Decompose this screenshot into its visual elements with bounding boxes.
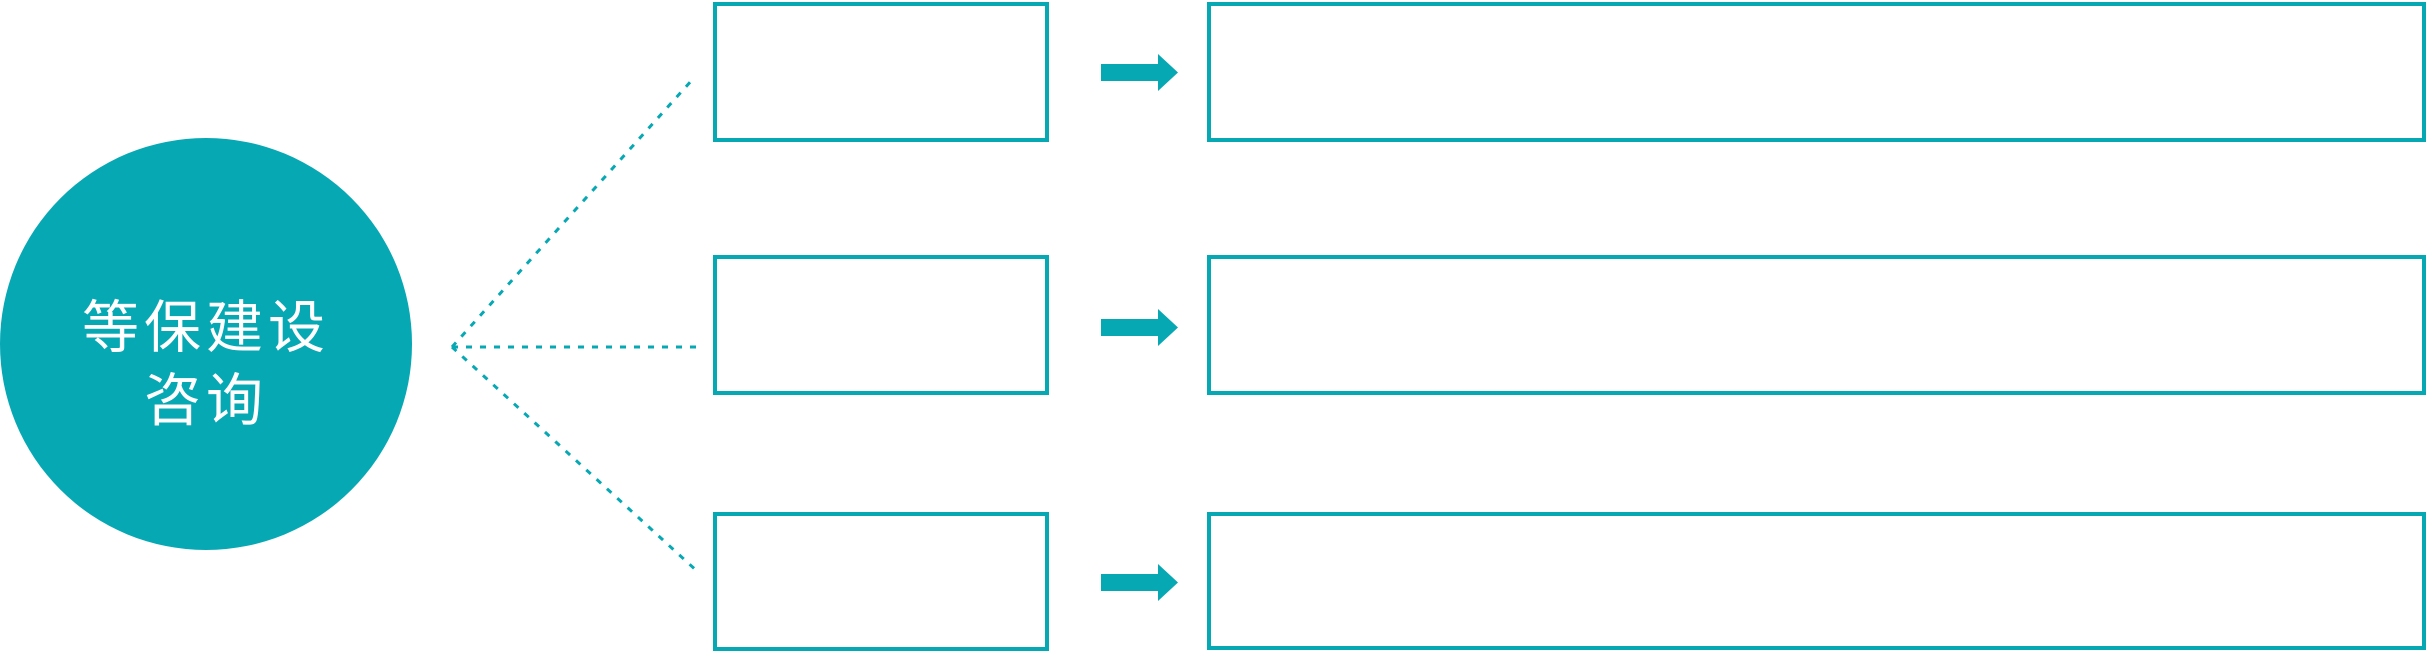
step-box-2 [713,255,1049,395]
hub-circle: 等保建设 咨询 [0,138,412,550]
detail-box-1 [1207,2,2426,142]
detail-box-3 [1207,512,2426,650]
flow-arrow-3 [1101,564,1178,601]
arrow-right-icon [1101,54,1178,91]
arrow-right-icon [1101,309,1178,346]
hub-label: 等保建设 咨询 [82,250,330,438]
step-box-3 [713,512,1049,651]
flow-arrow-1 [1101,54,1178,91]
hub-label-line-2: 咨询 [144,369,268,433]
connector-line-bottom [450,345,700,574]
detail-box-2 [1207,255,2426,395]
hub-label-line-1: 等保建设 [82,296,330,360]
arrow-right-icon [1101,564,1178,601]
flow-arrow-2 [1101,309,1178,346]
step-box-1 [713,2,1049,142]
connector-line-top [450,78,694,349]
